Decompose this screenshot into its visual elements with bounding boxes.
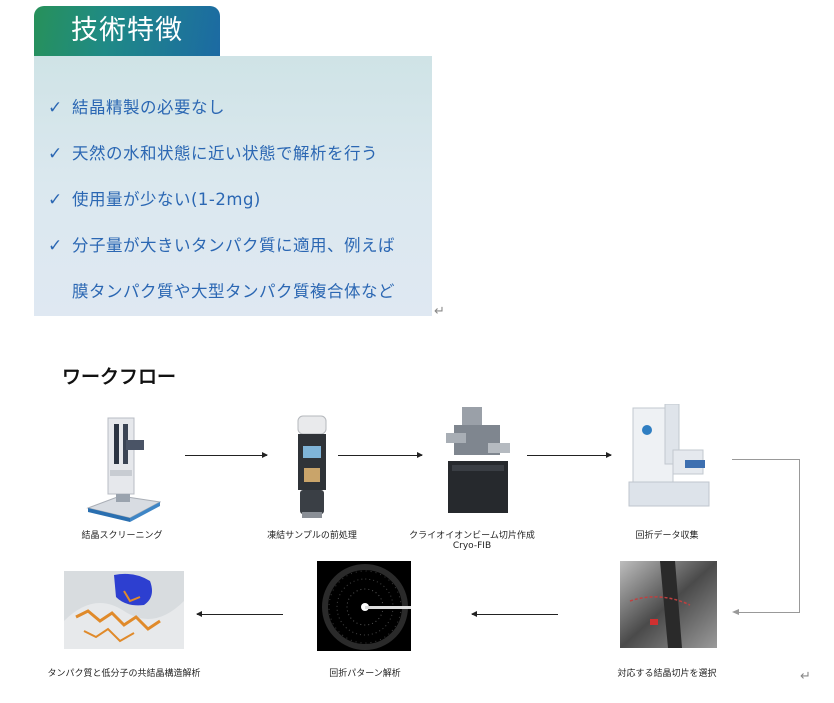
return-mark-icon: ↵ xyxy=(800,669,811,684)
feature-text: 使用量が少ない(1-2mg) xyxy=(72,190,261,209)
arrow-right-icon xyxy=(185,452,268,458)
em-crystal-image-icon xyxy=(620,561,717,648)
step-label: 回折パターン解析 xyxy=(329,669,401,679)
arrow-right-icon xyxy=(338,452,423,458)
vitrification-device-icon xyxy=(297,415,327,518)
step-label: 凍結サンプルの前処理 xyxy=(267,531,357,541)
workflow-title: ワークフロー xyxy=(62,366,177,388)
feature-item: ✓ 分子量が大きいタンパク質に適用、例えば xyxy=(48,232,395,256)
arrow-right-icon xyxy=(527,452,612,458)
feature-text: 膜タンパク質や大型タンパク質複合体など xyxy=(72,282,395,301)
step-label: 結晶スクリーニング xyxy=(81,531,163,541)
step-sublabel: Cryo-FIB xyxy=(452,541,492,551)
check-icon: ✓ xyxy=(48,236,63,256)
step-label: 回折データ収集 xyxy=(635,531,699,541)
feature-item: ✓ 結晶精製の必要なし xyxy=(48,94,225,118)
protein-ligand-structure-icon xyxy=(64,571,184,649)
cryo-fib-instrument-icon xyxy=(446,407,510,513)
step-label: 対応する結晶切片を選択 xyxy=(617,669,717,679)
feature-text: 分子量が大きいタンパク質に適用、例えば xyxy=(72,236,395,255)
arrow-left-icon xyxy=(471,611,558,617)
return-mark-icon: ↵ xyxy=(434,304,445,319)
arrow-left-icon xyxy=(732,609,739,615)
check-icon: ✓ xyxy=(48,144,63,164)
step-label: クライオイオンビーム切片作成 xyxy=(409,531,535,541)
crystal-screening-robot-icon xyxy=(86,417,161,522)
check-icon: ✓ xyxy=(48,190,63,210)
feature-text: 結晶精製の必要なし xyxy=(72,98,225,117)
check-icon: ✓ xyxy=(48,98,63,118)
step-label: タンパク質と低分子の共結晶構造解析 xyxy=(47,669,201,679)
feature-item: ✓ 使用量が少ない(1-2mg) xyxy=(48,186,261,210)
feature-item-continuation: 膜タンパク質や大型タンパク質複合体など xyxy=(48,278,395,302)
feature-text: 天然の水和状態に近い状態で解析を行う xyxy=(72,144,378,163)
feature-item: ✓ 天然の水和状態に近い状態で解析を行う xyxy=(48,140,378,164)
tech-features-header: 技術特徴 xyxy=(34,6,220,56)
diffraction-pattern-icon xyxy=(317,561,411,651)
connector-line xyxy=(732,459,799,460)
electron-microscope-icon xyxy=(628,404,710,507)
tech-features-box: ✓ 結晶精製の必要なし ✓ 天然の水和状態に近い状態で解析を行う ✓ 使用量が少ない(… xyxy=(34,56,432,316)
connector-line xyxy=(738,612,800,613)
arrow-left-icon xyxy=(196,611,283,617)
connector-line xyxy=(799,459,800,612)
